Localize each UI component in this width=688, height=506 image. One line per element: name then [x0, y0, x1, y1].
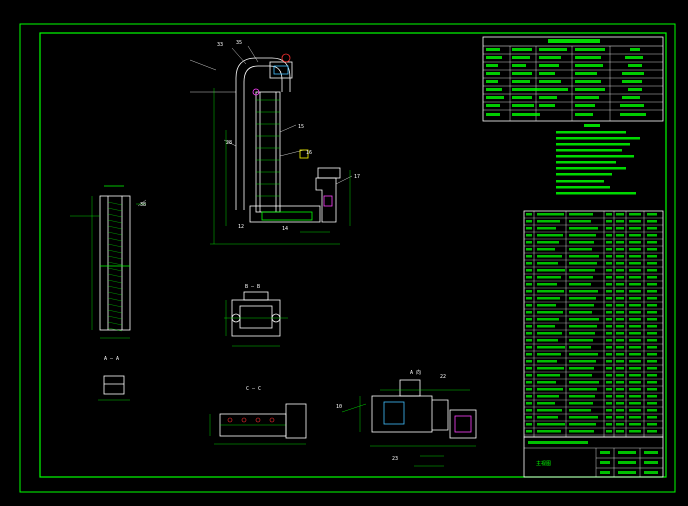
section-cc-label: C — C — [246, 386, 261, 392]
title-block: 主视图 — [523, 436, 664, 478]
callout-15: 15 — [298, 124, 304, 130]
parts-list-table — [523, 210, 664, 438]
section-aa-label: A — A — [104, 356, 119, 362]
view-a-detail — [341, 379, 477, 467]
callout-23: 23 — [392, 456, 398, 462]
callout-16: 16 — [306, 150, 312, 156]
section-cc-view — [209, 403, 307, 445]
section-bb-view — [224, 291, 288, 347]
technical-notes — [556, 124, 640, 195]
callout-10: 10 — [336, 404, 342, 410]
callout-12: 12 — [238, 224, 244, 230]
callout-33: 33 — [217, 42, 223, 48]
detail-aa-view — [98, 375, 130, 401]
callout-28: 28 — [226, 140, 232, 146]
callout-35: 35 — [236, 40, 242, 46]
inner-frame — [39, 32, 667, 478]
main-view-callouts: 33 35 15 16 28 17 12 14 — [217, 40, 360, 232]
title-block-drawing-name: 主视图 — [536, 460, 551, 467]
view-a-label: A 向 — [410, 369, 421, 376]
outer-frame — [19, 23, 676, 493]
callout-38: 38 — [140, 202, 146, 208]
callout-14: 14 — [282, 226, 288, 232]
side-view — [70, 185, 147, 339]
parameter-table — [482, 36, 664, 122]
callout-17: 17 — [354, 174, 360, 180]
section-bb-label: B — B — [245, 284, 260, 290]
main-elevation-view — [189, 45, 353, 245]
callout-22: 22 — [440, 374, 446, 380]
